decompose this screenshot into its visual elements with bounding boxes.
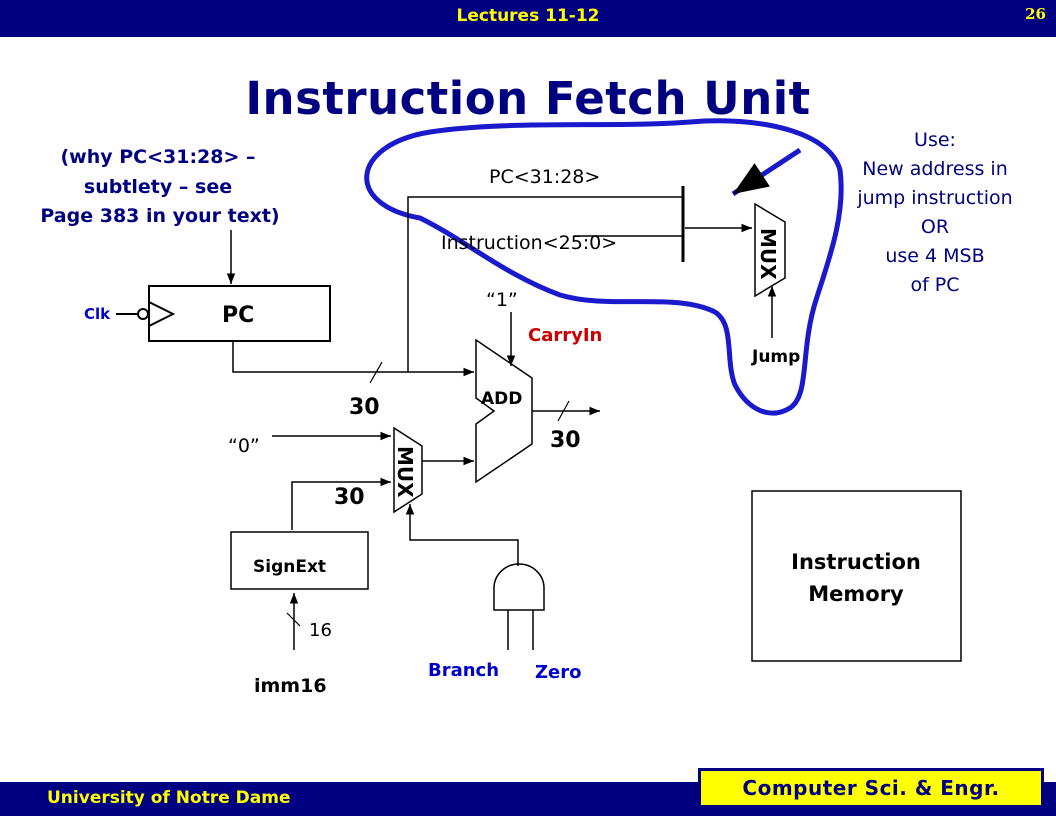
- clk-label: Clk: [84, 305, 111, 323]
- zero-label: Zero: [535, 662, 582, 683]
- instruction-memory: [751, 490, 962, 662]
- note-use-line1: Use:: [914, 129, 956, 151]
- note-use-line4: OR: [921, 216, 949, 238]
- width-30-b: 30: [550, 428, 581, 453]
- clock-triangle: [148, 301, 176, 327]
- page-number: 26: [1025, 5, 1046, 23]
- signext-to-mux-wire: [291, 477, 391, 530]
- jump-label: Jump: [751, 347, 800, 367]
- note-use-line3: jump instruction: [856, 187, 1012, 209]
- signext-label: SignExt: [253, 557, 326, 577]
- note-pc-line3: Page 383 in your text): [40, 205, 279, 227]
- bus-slash-a: [369, 361, 383, 384]
- carryin-label: CarryIn: [528, 325, 602, 346]
- lecture-label: Lectures 11-12: [456, 6, 600, 26]
- and-gate: [493, 563, 545, 611]
- pc-register: [148, 285, 331, 342]
- branch-mux: [393, 426, 423, 514]
- note-use-line2: New address in: [862, 158, 1008, 180]
- bus-slash-b: [557, 400, 570, 422]
- pointer-arrow: [731, 147, 802, 197]
- adder-label: ADD: [481, 389, 522, 409]
- zero-input-label: “0”: [228, 435, 260, 457]
- slide-title: Instruction Fetch Unit: [245, 72, 811, 125]
- signext-box: [230, 531, 369, 590]
- university-label: University of Notre Dame: [47, 788, 291, 808]
- pc-bits-label: PC<31:28>: [489, 166, 600, 188]
- width-16: 16: [309, 620, 332, 641]
- note-use-line6: of PC: [910, 274, 959, 296]
- header-bar: [0, 0, 1056, 37]
- imem-line2: Memory: [808, 582, 904, 606]
- instr-bits-label: Instruction<25:0>: [441, 232, 617, 254]
- bus-slash-c: [286, 612, 301, 627]
- clock-inversion-bubble: [137, 308, 149, 320]
- width-30-a: 30: [349, 395, 380, 420]
- and-to-mux-wire: [405, 504, 519, 566]
- branch-mux-label: MUX: [393, 446, 417, 498]
- department-label: Computer Sci. & Engr.: [698, 768, 1044, 808]
- note-use-line5: use 4 MSB: [885, 245, 984, 267]
- jump-mux: [754, 202, 786, 298]
- pc-label: PC: [222, 303, 254, 328]
- pc-msb-wire: [407, 196, 682, 372]
- pc-to-adder-wire: [232, 342, 474, 377]
- jump-mux-label: MUX: [756, 228, 780, 280]
- imem-line1: Instruction: [791, 550, 921, 574]
- branch-label: Branch: [428, 660, 499, 681]
- jump-logic-outline: [364, 118, 844, 416]
- imm16-label: imm16: [254, 675, 327, 697]
- note-pc-line2: subtlety – see: [84, 176, 232, 198]
- adder: [475, 338, 533, 484]
- one-label: “1”: [486, 289, 518, 311]
- width-30-c: 30: [334, 485, 365, 510]
- note-pc-line1: (why PC<31:28> –: [60, 146, 255, 168]
